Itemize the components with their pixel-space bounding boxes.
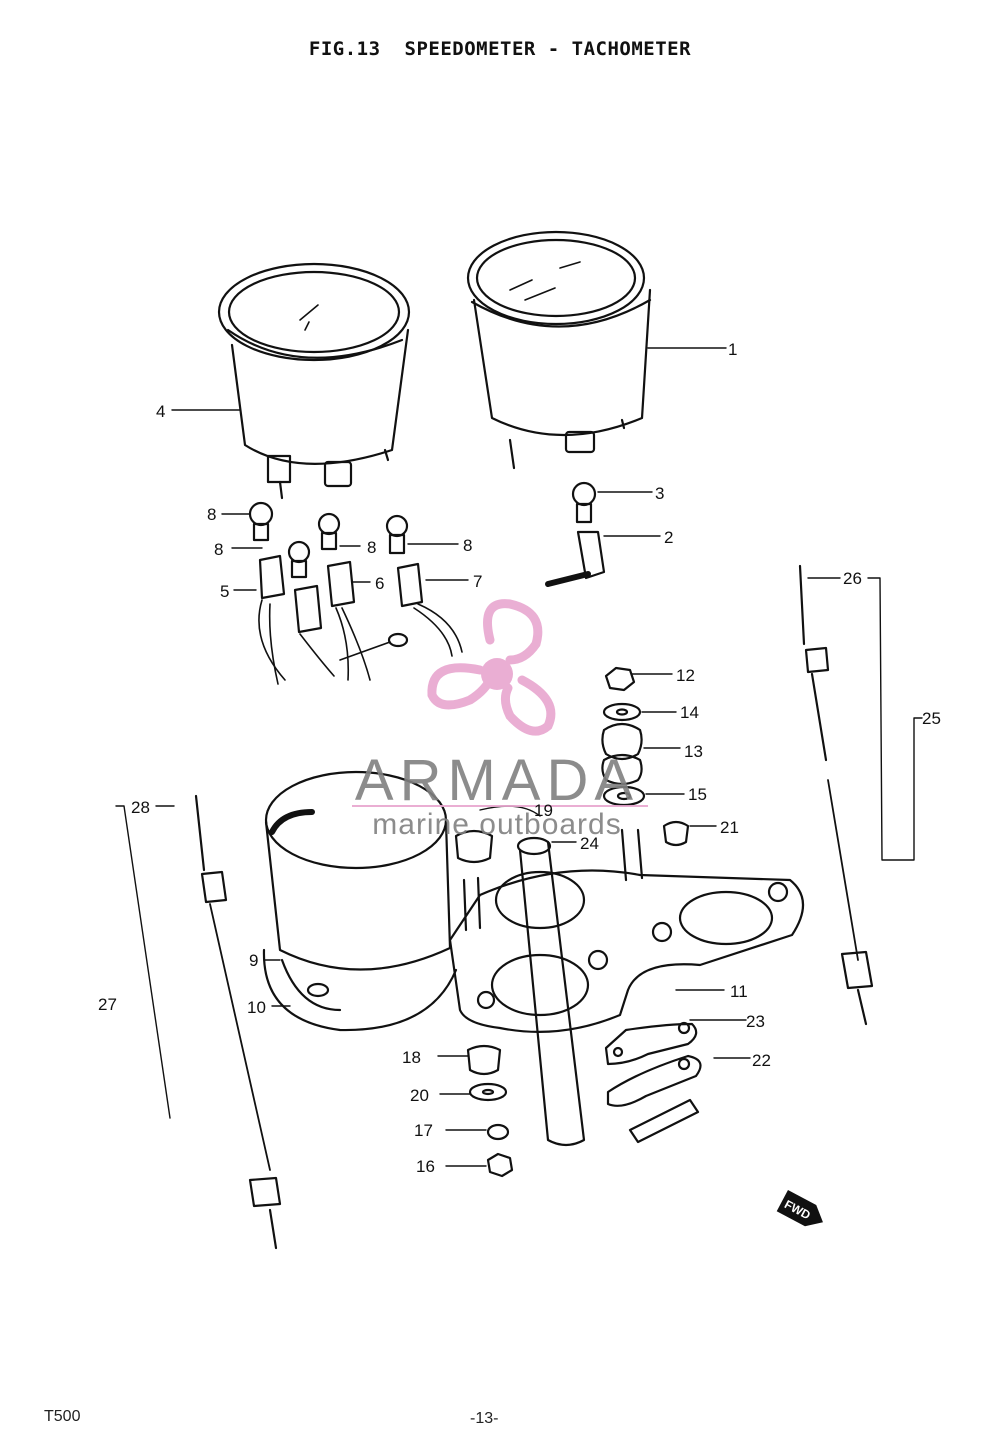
callout-labels: 1 2 3 4 5 6 7 8 8 8 8 9 10 11 12 13 14 1… (98, 340, 941, 1176)
callout-3: 3 (655, 484, 664, 503)
callout-9: 9 (249, 951, 258, 970)
lower-hardware (466, 1044, 514, 1178)
callout-26: 26 (843, 569, 862, 588)
forward-arrow-icon (776, 1190, 823, 1227)
model-code: T500 (44, 1408, 81, 1425)
callout-16: 16 (416, 1157, 435, 1176)
figure-caption: SPEEDOMETER - TACHOMETER (404, 38, 692, 60)
forward-arrow-badge: FWD (776, 1190, 823, 1227)
watermark-tagline: marine outboards (372, 808, 621, 841)
callout-7: 7 (473, 572, 482, 591)
watermark-brand: ARMADA (355, 748, 639, 813)
tachometer-cable (798, 564, 874, 1026)
cable-clamps (604, 1021, 702, 1144)
tachometer-gauge (466, 230, 652, 470)
callout-8: 8 (463, 536, 472, 555)
meter-bracket (448, 820, 805, 1147)
callout-22: 22 (752, 1051, 771, 1070)
propeller-logo-icon (427, 599, 556, 736)
figure-title: FIG.13 SPEEDOMETER - TACHOMETER (0, 38, 1000, 60)
callout-1: 1 (728, 340, 737, 359)
callout-11: 11 (730, 982, 748, 1001)
callout-19: 19 (534, 801, 553, 820)
page-number: -13- (470, 1410, 499, 1427)
callout-20: 20 (410, 1086, 429, 1105)
callout-15: 15 (688, 785, 707, 804)
callout-14: 14 (680, 703, 699, 722)
callout-8: 8 (214, 540, 223, 559)
bulbs-and-sockets (248, 481, 606, 685)
speedometer-gauge (217, 262, 411, 500)
callout-27: 27 (98, 995, 117, 1014)
callout-12: 12 (676, 666, 695, 685)
callout-18: 18 (402, 1048, 421, 1067)
callout-5: 5 (220, 582, 229, 601)
armada-watermark: ARMADA marine outboards (352, 599, 648, 841)
callout-10: 10 (247, 998, 266, 1017)
callout-8: 8 (207, 505, 216, 524)
callout-25: 25 (922, 709, 941, 728)
callout-6: 6 (375, 574, 384, 593)
callout-2: 2 (664, 528, 673, 547)
callout-13: 13 (684, 742, 703, 761)
callout-21: 21 (720, 818, 739, 837)
callout-8: 8 (367, 538, 376, 557)
speedometer-cable (194, 794, 282, 1250)
callout-4: 4 (156, 402, 165, 421)
figure-number: FIG.13 (308, 38, 381, 60)
callout-24: 24 (580, 834, 599, 853)
callout-23: 23 (746, 1012, 765, 1031)
meter-housing (262, 770, 458, 1032)
callout-17: 17 (414, 1121, 433, 1140)
callout-28: 28 (131, 798, 150, 817)
